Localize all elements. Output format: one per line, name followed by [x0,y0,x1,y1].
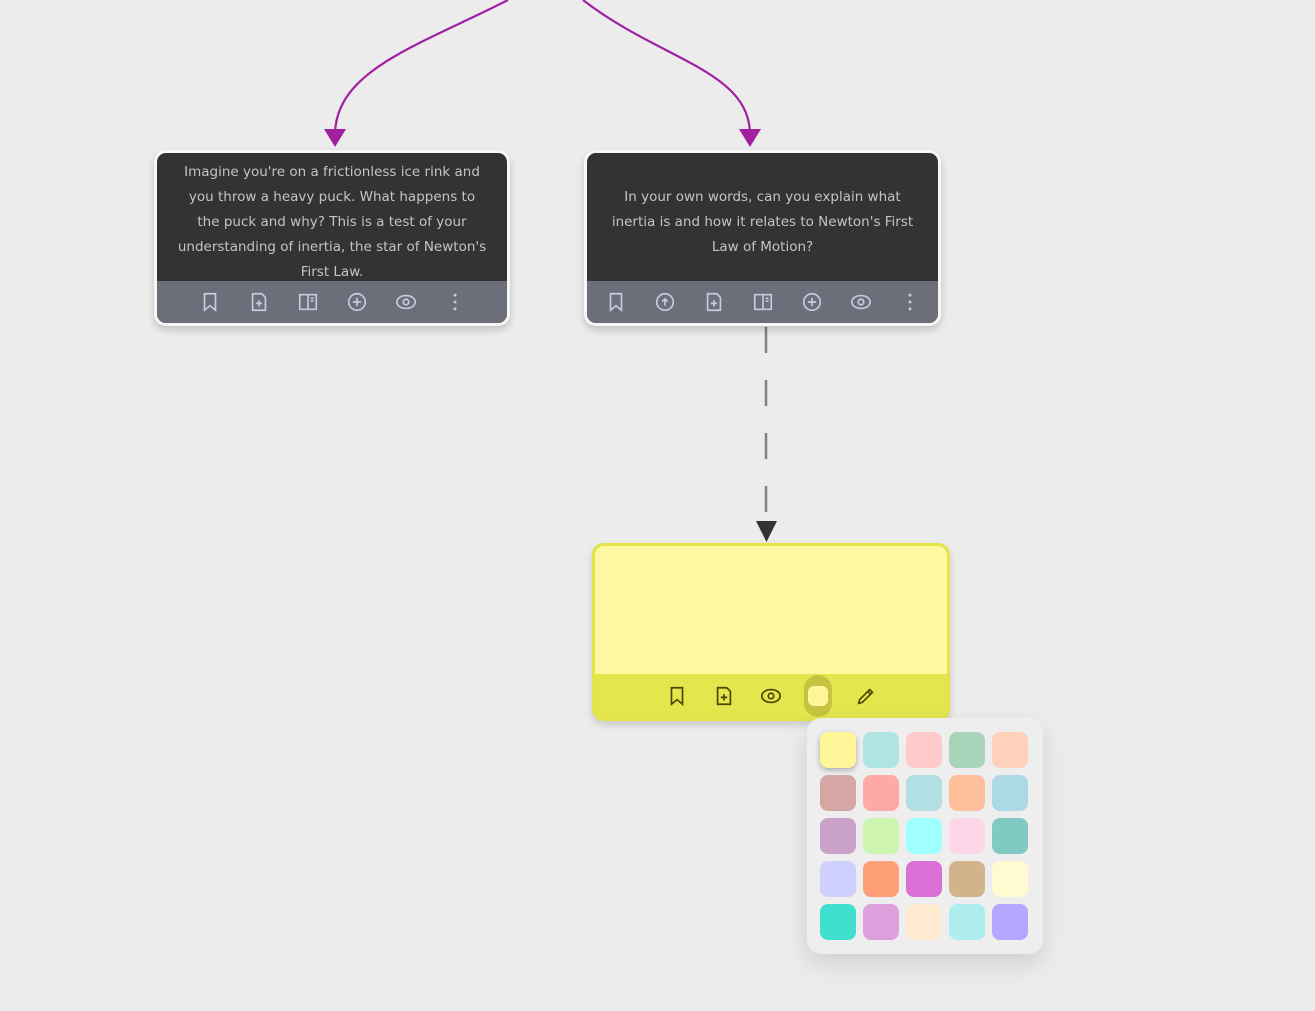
color-swatch[interactable] [820,775,856,811]
bookmark-button[interactable] [196,289,223,316]
bookmark-icon [609,292,622,313]
edit-button[interactable] [852,683,879,710]
node-toolbar [595,674,947,718]
color-swatch[interactable] [863,904,899,940]
color-swatch[interactable] [906,861,942,897]
eye-icon [395,294,416,310]
more-vertical-icon [453,293,456,311]
color-swatch[interactable] [992,732,1028,768]
bookmark-icon [203,292,216,313]
eye-icon [850,294,871,310]
current-color-swatch [808,686,828,706]
view-button[interactable] [757,683,784,710]
color-palette-popup [807,718,1043,954]
view-button[interactable] [847,289,874,316]
color-swatch[interactable] [820,861,856,897]
color-swatch[interactable] [949,732,985,768]
color-swatch[interactable] [949,904,985,940]
add-note-icon [706,292,721,312]
add-child-button[interactable] [798,289,825,316]
split-view-icon [753,293,772,311]
add-note-button[interactable] [700,289,727,316]
more-vertical-icon [908,293,911,311]
color-swatch[interactable] [863,861,899,897]
add-note-icon [251,292,266,312]
color-swatch[interactable] [992,818,1028,854]
color-swatch[interactable] [863,775,899,811]
color-swatch[interactable] [906,818,942,854]
upload-circle-icon [655,292,674,312]
eye-icon [760,688,781,704]
color-swatch[interactable] [949,861,985,897]
bookmark-button[interactable] [663,683,690,710]
bookmark-button[interactable] [602,289,629,316]
split-view-button[interactable] [294,289,321,316]
view-button[interactable] [392,289,419,316]
node-toolbar [157,281,507,323]
split-view-button[interactable] [749,289,776,316]
more-button[interactable] [896,289,923,316]
node-inertia[interactable]: In your own words, can you explain what … [584,150,941,326]
color-swatch[interactable] [863,818,899,854]
upload-button[interactable] [651,289,678,316]
color-swatch[interactable] [820,732,856,768]
sticky-text-area[interactable] [595,546,947,676]
node-text: Imagine you're on a frictionless ice rin… [177,164,487,280]
add-note-icon [716,686,731,706]
node-puck[interactable]: Imagine you're on a frictionless ice rin… [154,150,510,326]
color-swatch[interactable] [992,861,1028,897]
node-toolbar [587,281,938,323]
node-text: In your own words, can you explain what … [611,189,914,255]
bookmark-icon [670,686,683,707]
color-swatch[interactable] [820,904,856,940]
color-swatch[interactable] [992,775,1028,811]
color-swatch[interactable] [820,818,856,854]
color-swatch[interactable] [906,775,942,811]
edge-right [582,0,752,136]
color-swatch[interactable] [949,818,985,854]
edge-left [333,0,509,136]
add-note-button[interactable] [710,683,737,710]
pencil-icon [857,688,874,705]
add-circle-icon [347,292,366,312]
color-swatch[interactable] [863,732,899,768]
color-swatch[interactable] [906,732,942,768]
more-button[interactable] [441,289,468,316]
color-swatch[interactable] [992,904,1028,940]
arrowhead-left-icon [324,129,346,147]
split-view-icon [298,293,317,311]
arrowhead-right-icon [739,129,761,147]
add-note-button[interactable] [245,289,272,316]
color-swatch[interactable] [949,775,985,811]
node-sticky[interactable] [592,543,950,721]
color-picker-button[interactable] [804,675,832,717]
add-circle-icon [802,292,821,312]
color-swatch[interactable] [906,904,942,940]
arrowhead-dashed-icon [756,521,777,542]
add-child-button[interactable] [343,289,370,316]
